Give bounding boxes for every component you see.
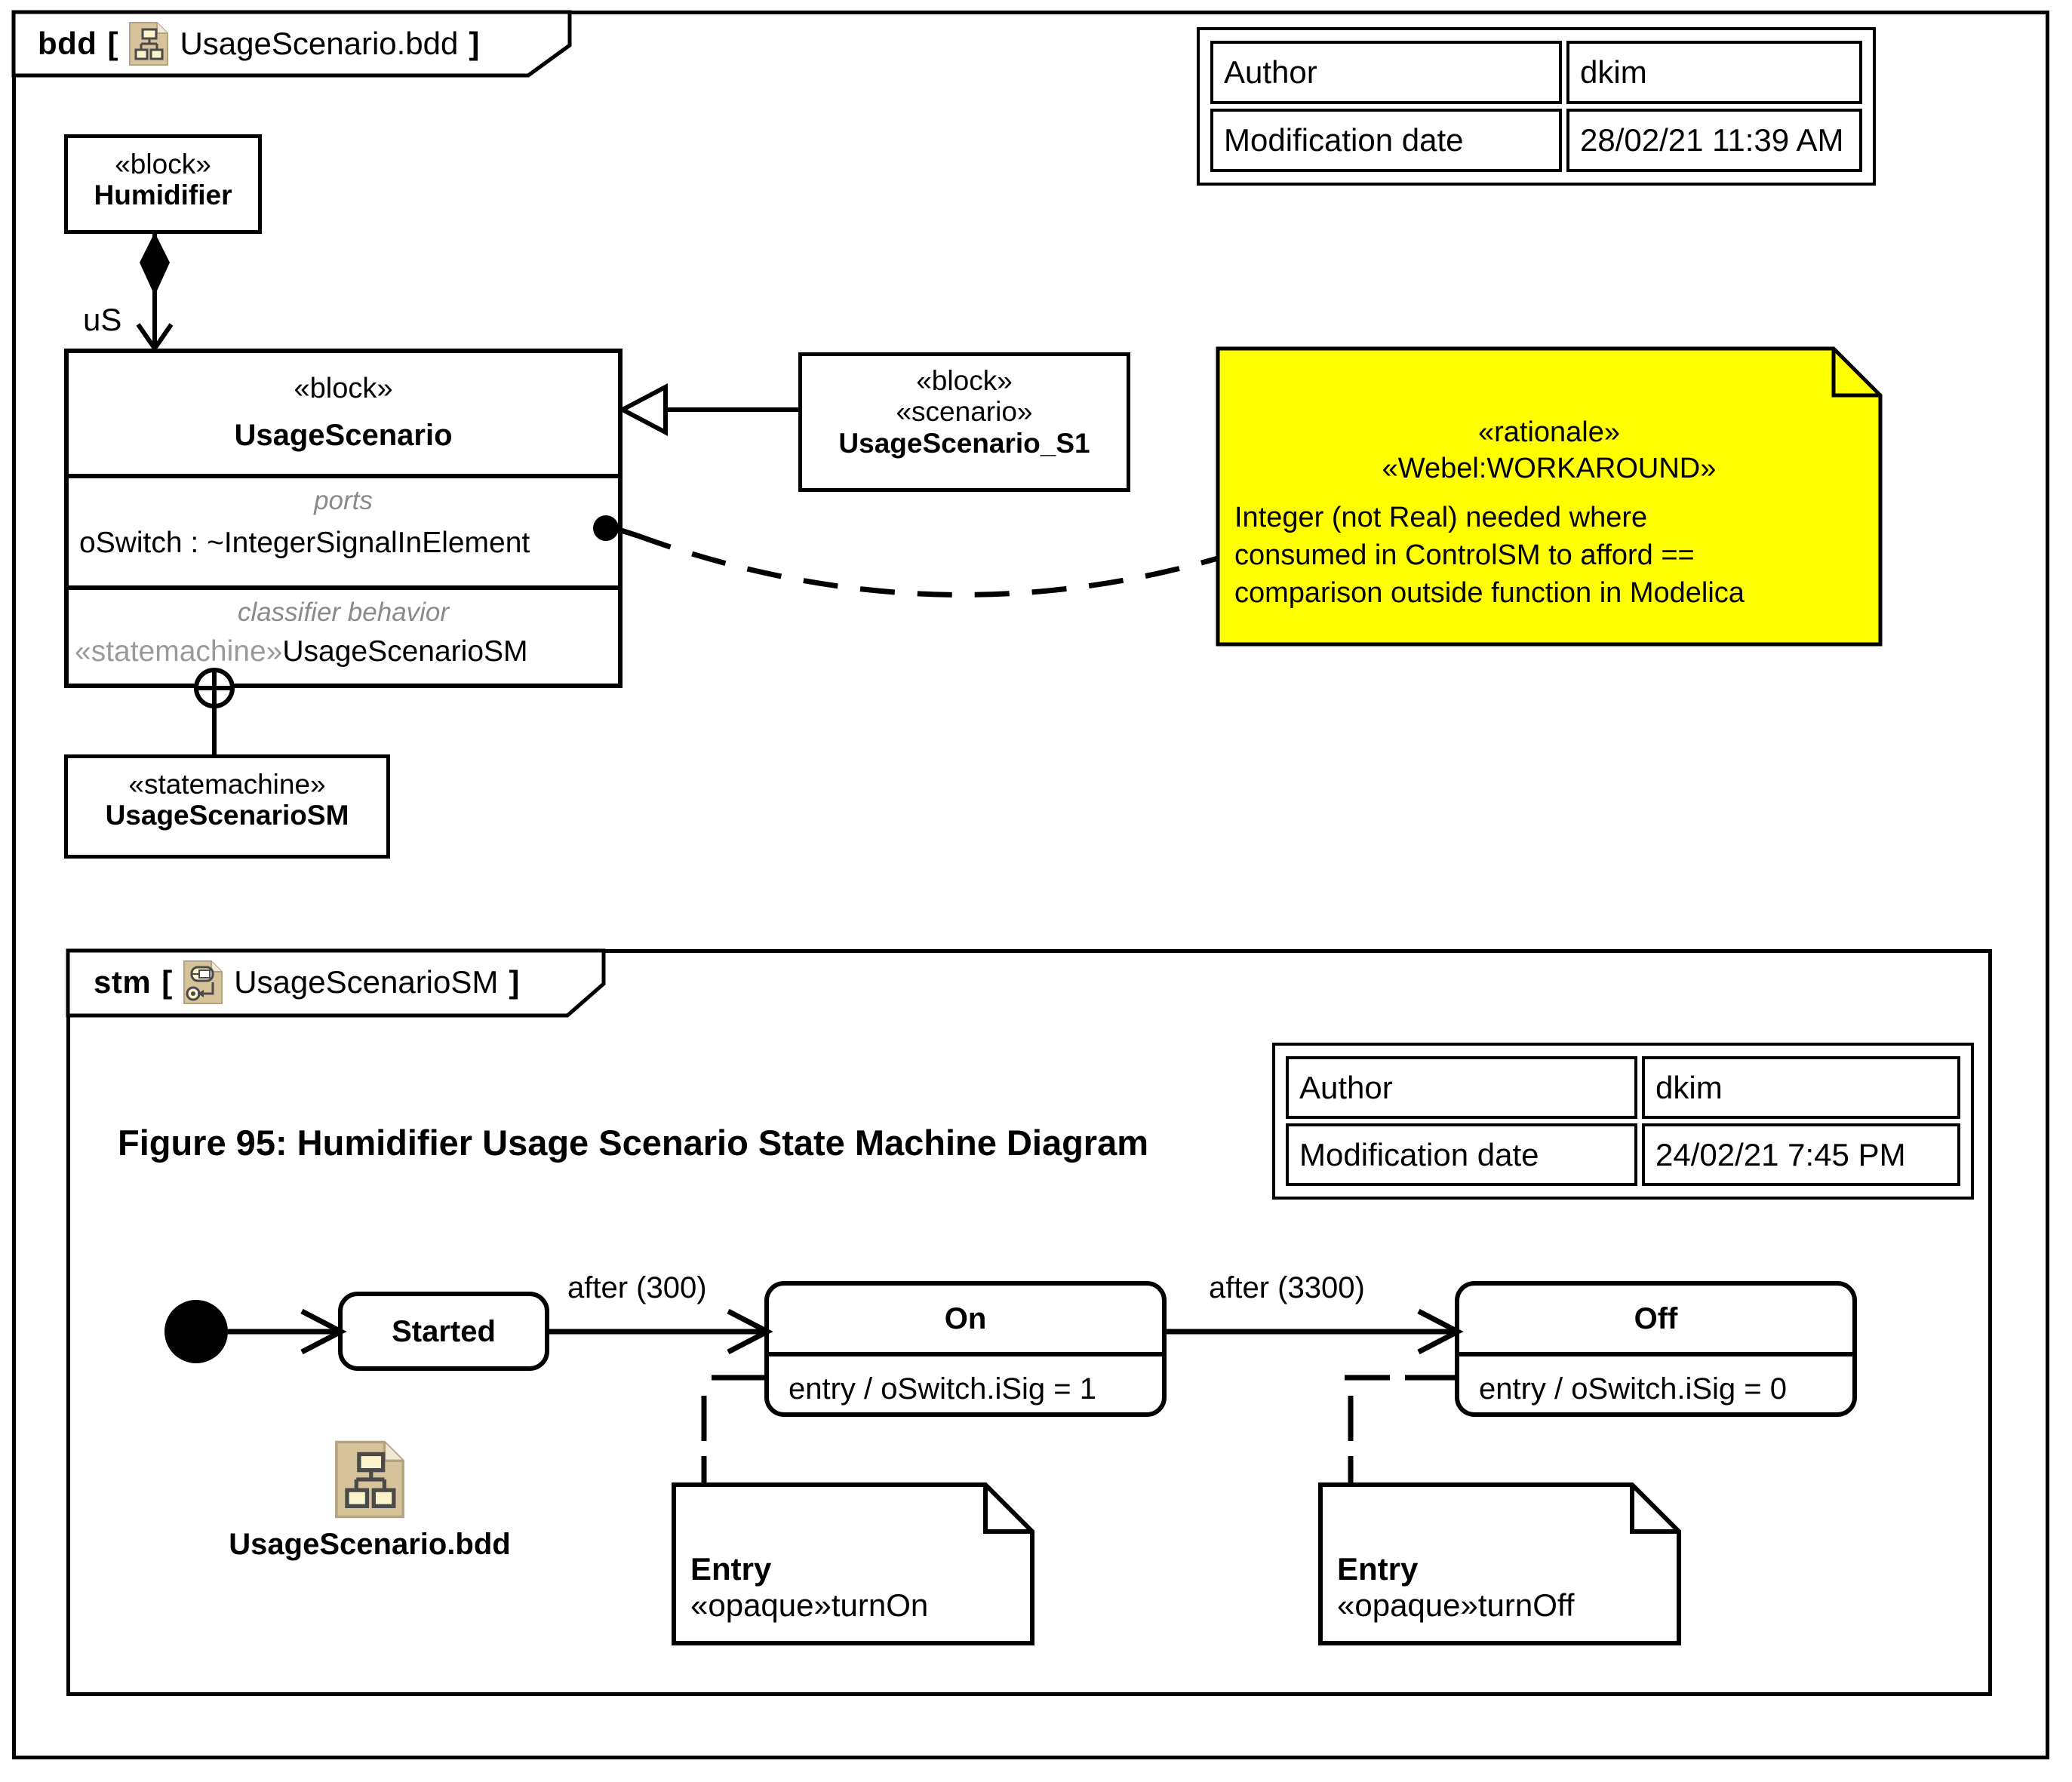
bdd-meta-value-author: dkim <box>1566 41 1862 104</box>
port-oswitch[interactable]: oSwitch : ~IntegerSignalInElement <box>79 527 530 559</box>
state-started[interactable]: Started <box>338 1292 549 1371</box>
bdd-reference-label: UsageScenario.bdd <box>229 1528 511 1561</box>
block-usage-scenario-sm-stereotype: «statemachine» <box>128 769 326 800</box>
bdd-meta-label-moddate: Modification date <box>1210 109 1562 172</box>
classifier-behavior-name: UsageScenarioSM <box>282 635 528 668</box>
classifier-behavior-value: «statemachine»UsageScenarioSM <box>69 635 618 668</box>
state-on[interactable]: On entry / oSwitch.iSig = 1 <box>764 1281 1167 1417</box>
rationale-note-line-2: consumed in ControlSM to afford == <box>1234 539 1695 572</box>
association-end-label-uS: uS <box>83 302 122 337</box>
bdd-file-icon <box>333 1439 407 1519</box>
block-humidifier-name: Humidifier <box>94 180 232 211</box>
stm-frame-bracket-open: [ <box>161 964 173 1000</box>
usage-scenario-behavior-compartment: classifier behavior «statemachine»UsageS… <box>69 585 618 684</box>
block-usage-scenario-stereotype: «block» <box>294 373 393 404</box>
stm-meta-value-moddate: 24/02/21 7:45 PM <box>1642 1123 1960 1186</box>
entry-note-turnon-title: Entry <box>690 1551 772 1587</box>
block-humidifier-stereotype: «block» <box>115 149 211 180</box>
state-off-name: Off <box>1634 1302 1678 1335</box>
bdd-frame-kind: bdd <box>38 26 97 61</box>
usage-scenario-header: «block» UsageScenario <box>69 353 618 474</box>
state-on-name: On <box>944 1302 987 1335</box>
bdd-reference-icon-wrap <box>196 1439 543 1523</box>
rationale-note-line-1: Integer (not Real) needed where <box>1234 502 1648 533</box>
rationale-note-stereotype-1: «rationale» <box>1477 416 1621 448</box>
rationale-note[interactable]: «rationale» «Webel:WORKAROUND» Integer (… <box>1218 349 1880 644</box>
ports-compartment-label: ports <box>314 486 373 515</box>
entry-note-turnoff-stereotype: «opaque» <box>1337 1587 1478 1623</box>
bdd-meta-table: Author dkim Modification date 28/02/21 1… <box>1197 27 1876 186</box>
block-usage-scenario-s1-stereotype-1: «block» <box>916 365 1013 396</box>
table-row: Author dkim <box>1286 1056 1960 1119</box>
stm-meta-table: Author dkim Modification date 24/02/21 7… <box>1272 1043 1974 1200</box>
stm-frame-bracket-close: ] <box>509 964 520 1000</box>
stm-frame-kind: stm <box>94 964 152 1000</box>
table-row: Author dkim <box>1210 41 1862 104</box>
classifier-behavior-label: classifier behavior <box>237 598 450 627</box>
bdd-frame-bracket-open: [ <box>107 26 118 61</box>
stm-meta-label-author: Author <box>1286 1056 1637 1119</box>
block-usage-scenario-s1-name: UsageScenario_S1 <box>838 427 1090 459</box>
transition-label-after-3300: after (3300) <box>1209 1271 1365 1304</box>
entry-note-turnon[interactable]: Entry «opaque»turnOn <box>674 1485 1032 1643</box>
entry-note-turnoff-behavior: turnOff <box>1477 1587 1575 1623</box>
state-off-entry-behavior: entry / oSwitch.iSig = 0 <box>1459 1352 1852 1412</box>
table-row: Modification date 24/02/21 7:45 PM <box>1286 1123 1960 1186</box>
entry-note-turnon-behavior: turnOn <box>831 1587 929 1623</box>
table-row: Modification date 28/02/21 11:39 AM <box>1210 109 1862 172</box>
usage-scenario-ports-compartment: ports oSwitch : ~IntegerSignalInElement <box>69 474 618 585</box>
bdd-frame-name: UsageScenario.bdd <box>180 26 459 61</box>
bdd-meta-label-author: Author <box>1210 41 1562 104</box>
block-usage-scenario[interactable]: «block» UsageScenario ports oSwitch : ~I… <box>64 349 623 688</box>
figure-caption: Figure 95: Humidifier Usage Scenario Sta… <box>118 1123 1149 1163</box>
block-usage-scenario-sm-name: UsageScenarioSM <box>105 800 349 831</box>
bdd-file-icon <box>128 21 169 66</box>
entry-note-turnon-value: «opaque»turnOn <box>690 1587 1032 1624</box>
block-usage-scenario-name: UsageScenario <box>234 419 453 452</box>
classifier-behavior-stereotype: «statemachine» <box>75 635 283 668</box>
stm-meta-label-moddate: Modification date <box>1286 1123 1637 1186</box>
transition-label-after-300: after (300) <box>567 1271 707 1304</box>
entry-note-turnoff[interactable]: Entry «opaque»turnOff <box>1320 1485 1679 1643</box>
bdd-reference[interactable]: UsageScenario.bdd <box>196 1439 543 1562</box>
rationale-note-line-3: comparison outside function in Modelica <box>1234 577 1745 610</box>
bdd-meta-value-moddate: 28/02/21 11:39 AM <box>1566 109 1862 172</box>
stm-meta-value-author: dkim <box>1642 1056 1960 1119</box>
state-started-name: Started <box>392 1315 496 1348</box>
bdd-frame-bracket-close: ] <box>469 26 480 61</box>
rationale-note-stereotype-2: «Webel:WORKAROUND» <box>1382 452 1717 484</box>
entry-note-turnoff-value: «opaque»turnOff <box>1337 1587 1679 1624</box>
stm-frame-tab: stm [ UsageScenarioSM ] <box>72 952 601 1012</box>
block-humidifier[interactable]: «block» Humidifier <box>64 134 262 234</box>
stm-file-icon <box>183 960 223 1005</box>
state-off[interactable]: Off entry / oSwitch.iSig = 0 <box>1455 1281 1857 1417</box>
entry-note-turnoff-title: Entry <box>1337 1551 1419 1587</box>
entry-note-turnon-stereotype: «opaque» <box>690 1587 832 1623</box>
stm-frame-name: UsageScenarioSM <box>234 964 499 1000</box>
block-usage-scenario-sm[interactable]: «statemachine» UsageScenarioSM <box>64 754 390 859</box>
block-usage-scenario-s1[interactable]: «block» «scenario» UsageScenario_S1 <box>798 352 1130 492</box>
block-usage-scenario-s1-stereotype-2: «scenario» <box>896 396 1033 428</box>
state-on-entry-behavior: entry / oSwitch.iSig = 1 <box>769 1352 1162 1412</box>
bdd-frame-tab: bdd [ UsageScenario.bdd ] <box>17 14 567 74</box>
